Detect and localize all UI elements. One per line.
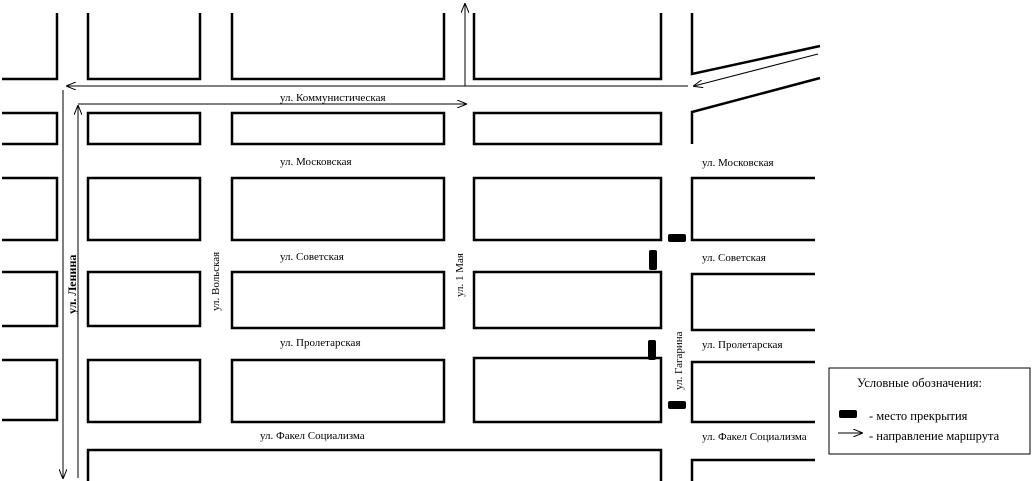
closure-marker xyxy=(648,340,656,360)
block xyxy=(86,270,202,328)
closures xyxy=(648,234,686,409)
block xyxy=(230,111,446,146)
legend-closure-swatch xyxy=(839,410,857,418)
street-label-volskaya: ул. Вольская xyxy=(210,252,222,311)
block xyxy=(690,176,815,242)
block xyxy=(86,448,663,481)
street-label-1-maya: ул. 1 Мая xyxy=(454,253,466,297)
block xyxy=(2,13,59,81)
street-label-moskovskaya: ул. Московская xyxy=(280,156,352,168)
street-label-sovetskaya-east: ул. Советская xyxy=(702,252,766,264)
street-label-kommunisticheskaya: ул. Коммунистическая xyxy=(280,92,386,104)
closure-marker xyxy=(649,250,657,270)
block xyxy=(86,358,202,424)
street-label-proletarskaya: ул. Пролетарская xyxy=(280,337,361,349)
legend-box xyxy=(828,367,1031,455)
block xyxy=(690,76,821,144)
street-label-gagarina: ул. Гагарина xyxy=(673,331,685,390)
block xyxy=(690,458,815,481)
block xyxy=(230,358,446,424)
closure-marker xyxy=(668,401,686,409)
block xyxy=(2,270,59,328)
block xyxy=(86,13,202,81)
block xyxy=(472,176,663,242)
block xyxy=(230,270,446,330)
legend-route-label: - направление маршрута xyxy=(869,429,1000,443)
block xyxy=(2,111,59,146)
legend: Условные обозначения: - место прекрытия … xyxy=(828,367,1031,455)
block xyxy=(472,13,663,81)
legend-title: Условные обозначения: xyxy=(857,376,982,390)
street-label-fakel-east: ул. Факел Социализма xyxy=(702,431,807,443)
block xyxy=(230,176,446,242)
route-arrow xyxy=(694,53,819,86)
legend-closure-label: - место прекрытия xyxy=(869,409,968,423)
city-blocks xyxy=(2,13,821,481)
block xyxy=(472,270,663,330)
street-label-lenina: ул. Ленина xyxy=(65,255,79,314)
street-label-fakel: ул. Факел Социализма xyxy=(260,430,365,442)
block xyxy=(86,176,202,242)
block xyxy=(690,272,815,332)
block xyxy=(472,356,663,424)
block xyxy=(472,111,663,146)
block xyxy=(690,360,815,424)
street-label-moskovskaya-east: ул. Московская xyxy=(702,157,774,169)
block xyxy=(2,176,59,242)
closure-marker xyxy=(668,234,686,242)
block xyxy=(690,13,821,76)
block xyxy=(86,111,202,146)
block xyxy=(230,13,446,81)
street-label-sovetskaya: ул. Советская xyxy=(280,251,344,263)
street-label-proletarskaya-east: ул. Пролетарская xyxy=(702,339,783,351)
route xyxy=(63,4,819,478)
block xyxy=(2,358,59,422)
